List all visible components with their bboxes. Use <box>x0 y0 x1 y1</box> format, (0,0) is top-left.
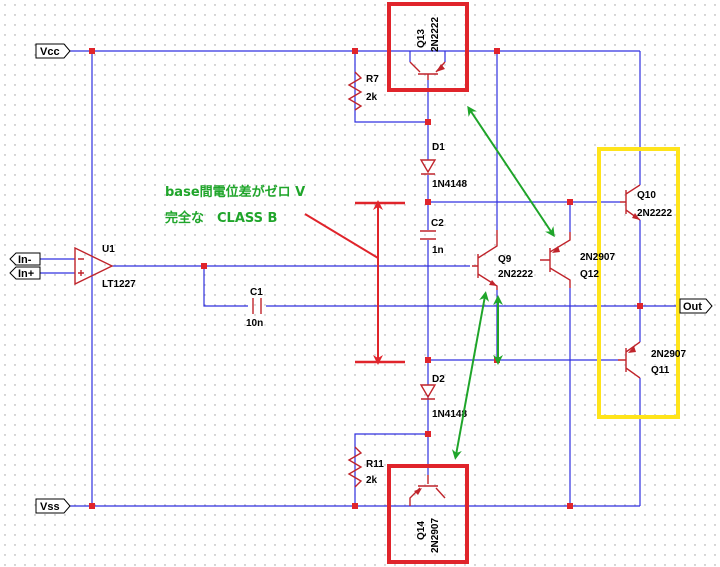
resistor-r11: R11 2k <box>347 446 384 488</box>
d1-ref: D1 <box>432 142 445 153</box>
d2-ref: D2 <box>432 374 445 385</box>
q14-ref: Q14 <box>416 521 427 540</box>
port-in-minus: In- <box>9 252 41 266</box>
port-vss-label: Vss <box>40 501 60 513</box>
r11-ref: R11 <box>366 459 384 470</box>
diode-d2: D2 1N4148 <box>419 374 467 420</box>
callout-pointer-line <box>304 213 379 259</box>
c2-ref: C2 <box>431 218 444 229</box>
c1-ref: C1 <box>250 287 263 298</box>
green-arrow-lower <box>451 291 490 460</box>
q12-model: 2N2907 <box>580 252 615 263</box>
port-in-minus-label: In- <box>18 254 32 266</box>
q10-model: 2N2222 <box>637 208 672 219</box>
c1-value: 10n <box>246 318 263 329</box>
port-in-plus-label: In+ <box>18 268 34 280</box>
q13-highlight-box <box>387 2 469 92</box>
q13-model: 2N2222 <box>430 17 441 52</box>
q9-ref: Q9 <box>498 254 512 265</box>
diode-d1: D1 1N4148 <box>419 142 467 190</box>
u1-ref: U1 <box>102 244 115 255</box>
green-arrow-upper <box>467 105 555 238</box>
r7-loop <box>354 51 428 123</box>
q12-ref: Q12 <box>580 269 599 280</box>
q14-highlight-box <box>387 464 469 564</box>
transistor-q13: Q13 2N2222 <box>409 17 446 80</box>
port-out-label: Out <box>683 301 702 313</box>
r7-ref: R7 <box>366 74 379 85</box>
q11-ref: Q11 <box>651 365 670 376</box>
d2-model: 1N4148 <box>432 409 467 420</box>
resistor-r7: R7 2k <box>347 71 379 111</box>
port-vcc-label: Vcc <box>40 46 60 58</box>
r11-loop <box>354 433 428 506</box>
d1-model: 1N4148 <box>432 179 467 190</box>
transistor-q12: 2N2907 Q12 <box>540 232 615 288</box>
q10-ref: Q10 <box>637 190 656 201</box>
transistor-q11: 2N2907 Q11 <box>618 341 686 379</box>
annotation-note: base間電位差がゼロ V 完全な CLASS B <box>165 184 305 226</box>
transistor-q9: Q9 2N2222 <box>472 230 533 290</box>
q14-model: 2N2907 <box>430 518 441 553</box>
transistor-q14: Q14 2N2907 <box>409 475 446 553</box>
r11-value: 2k <box>366 475 378 486</box>
port-vss: Vss <box>35 498 71 514</box>
u1-model: LT1227 <box>102 279 136 290</box>
opamp-u1: U1 LT1227 <box>74 244 136 290</box>
annotation-line2: 完全な CLASS B <box>165 210 277 226</box>
capacitor-c2: C2 1n <box>420 218 444 256</box>
port-out: Out <box>679 298 713 314</box>
capacitor-c1: C1 10n <box>246 287 263 329</box>
q11-model: 2N2907 <box>651 349 686 360</box>
r7-value: 2k <box>366 92 378 103</box>
output-pair-highlight-box <box>597 147 680 419</box>
annotation-line1: base間電位差がゼロ V <box>165 184 305 200</box>
transistor-q10: Q10 2N2222 <box>620 184 672 221</box>
c2-value: 1n <box>432 245 444 256</box>
port-in-plus: In+ <box>9 266 41 280</box>
q9-model: 2N2222 <box>498 269 533 280</box>
port-vcc: Vcc <box>35 43 71 59</box>
q13-ref: Q13 <box>416 29 427 48</box>
